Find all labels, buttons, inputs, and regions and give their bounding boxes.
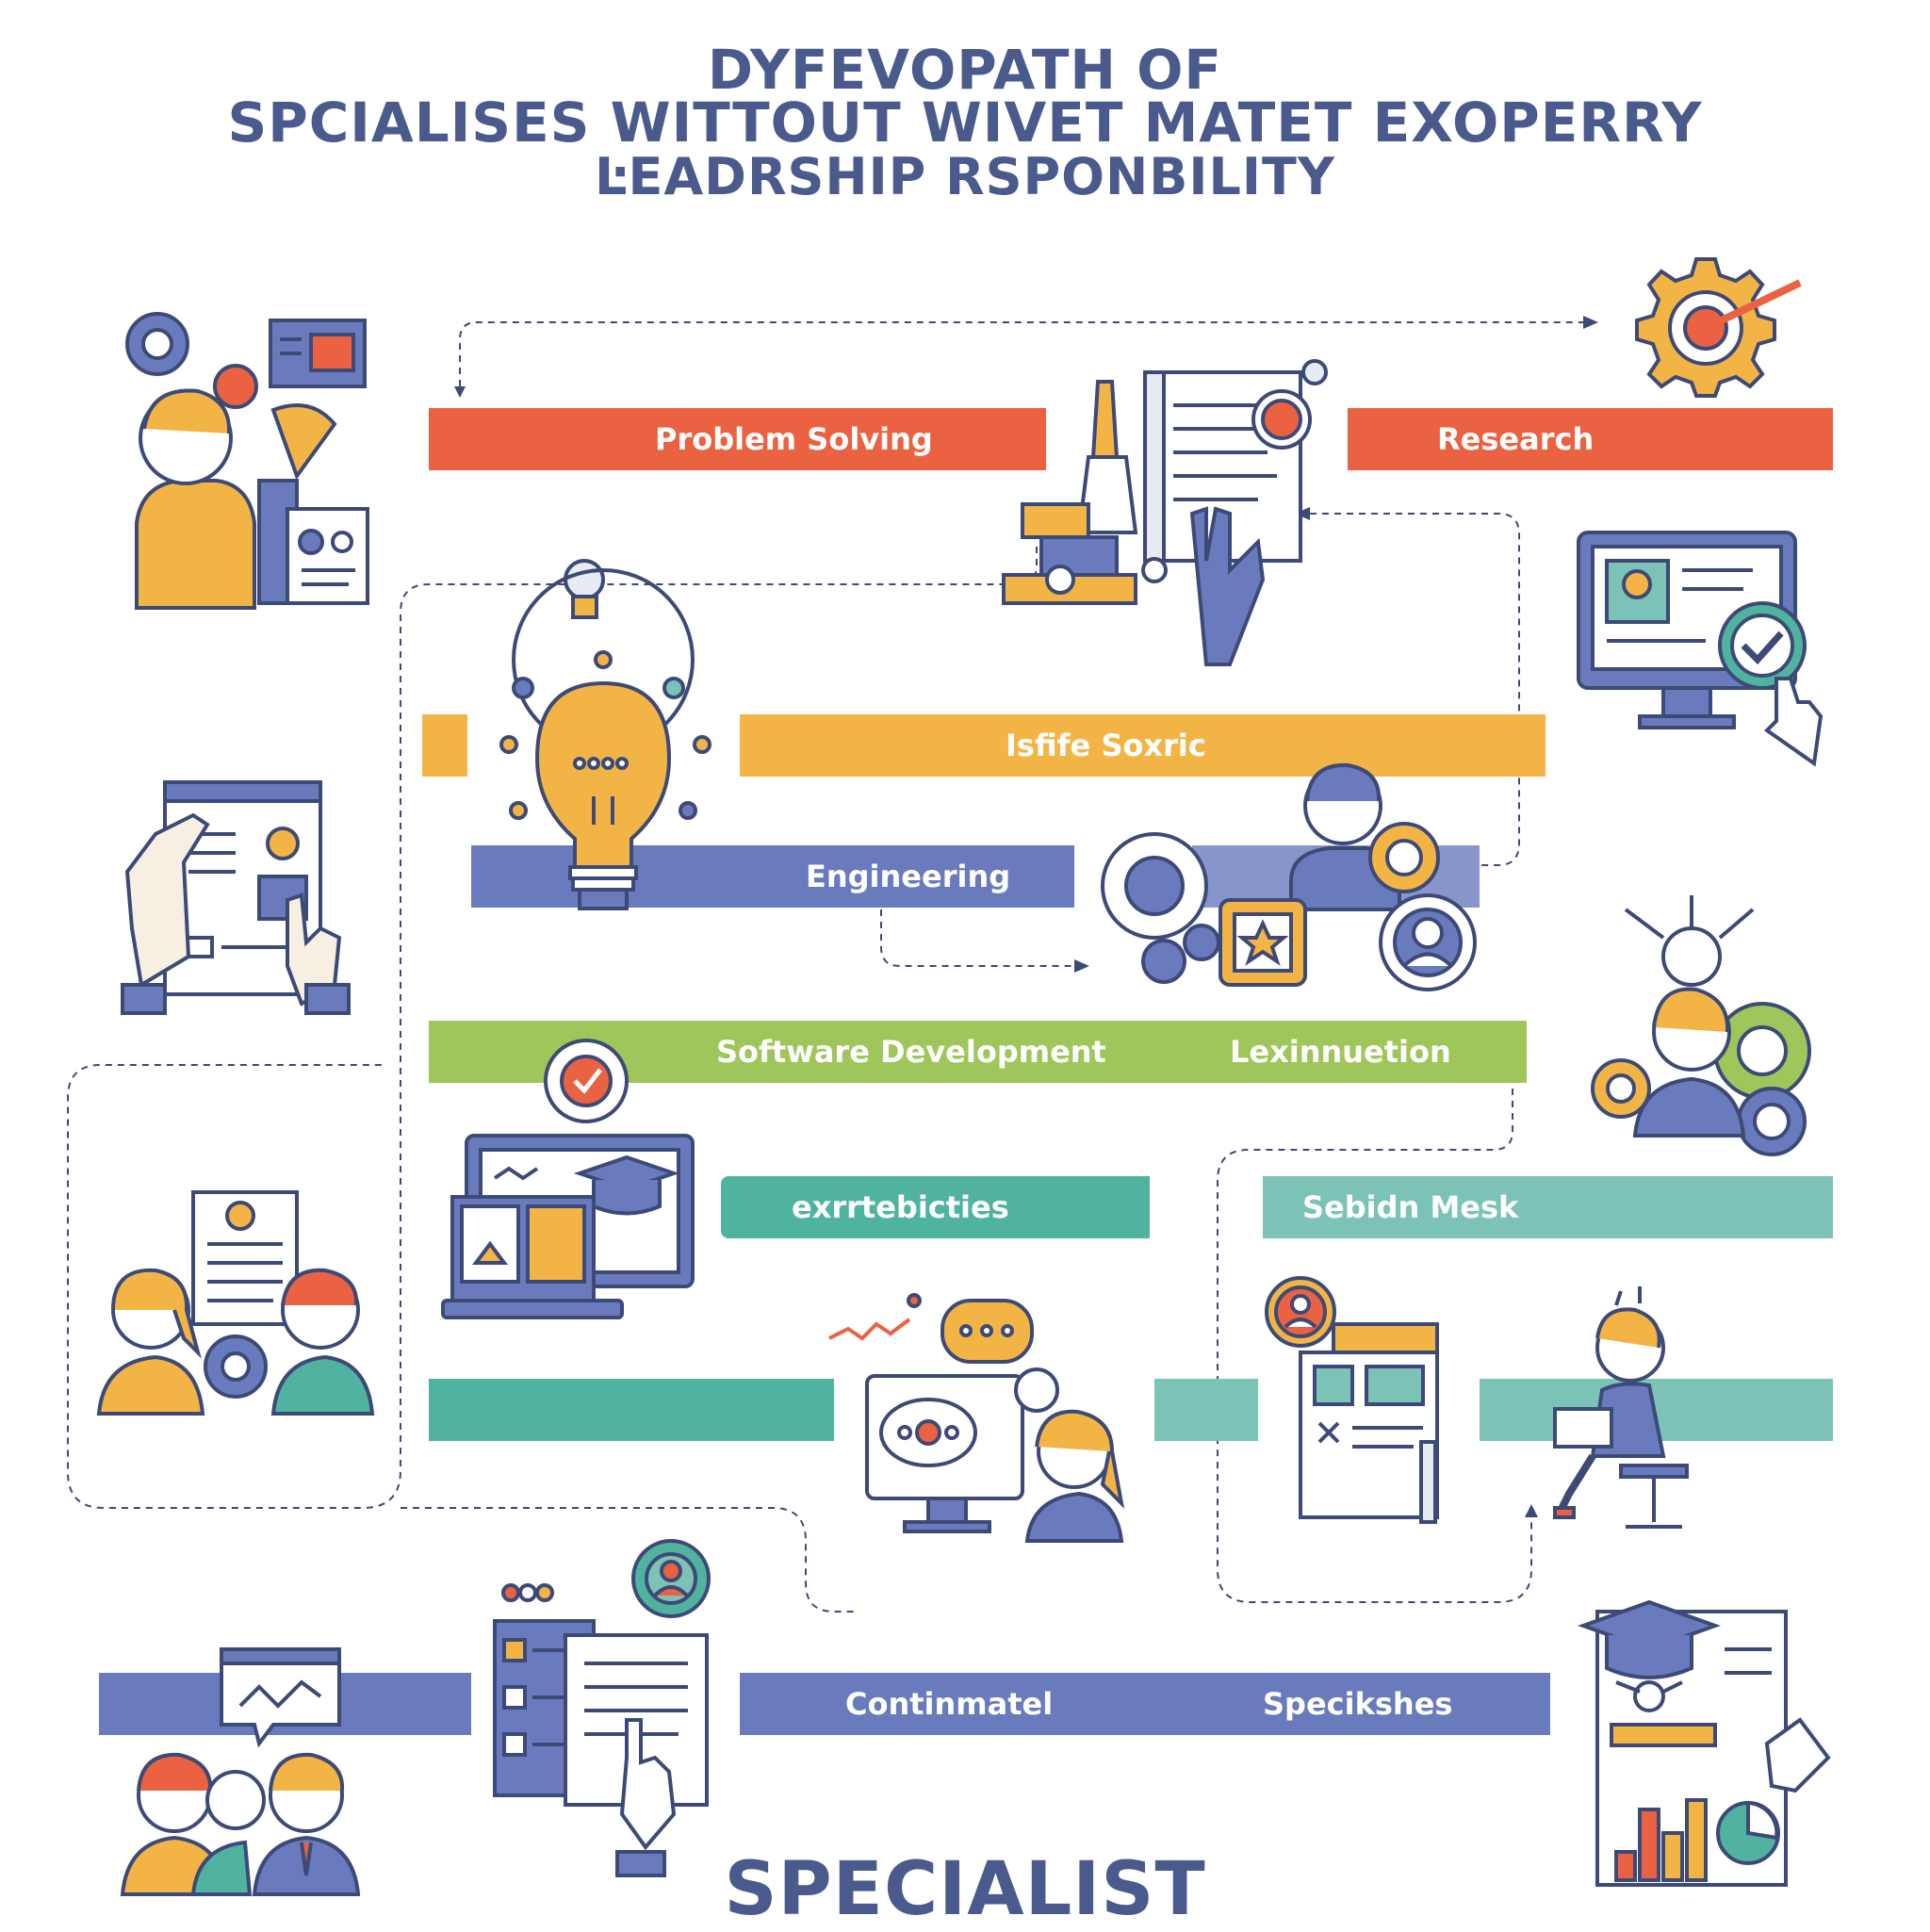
band-problem-solving-label: Problem Solving — [655, 421, 933, 457]
band-teal-mid — [1154, 1379, 1258, 1441]
band-sebidn-mesk: Sebidn Mesk — [1263, 1176, 1833, 1238]
band-engineering-label: Engineering — [806, 859, 1011, 894]
laptop-graduation-icon — [441, 1134, 695, 1319]
document-profile-icon — [1265, 1276, 1439, 1524]
band-lexinnuetion-label: Lexinnuetion — [1230, 1034, 1451, 1070]
band-isfife: Isfife Soxric — [740, 714, 1546, 777]
target-gear-icon — [1635, 257, 1802, 398]
person-presentation-icon — [125, 312, 369, 610]
band-continmatel: Continmatel Specikshes — [740, 1673, 1550, 1735]
band-sebidn-mesk-label: Sebidn Mesk — [1302, 1189, 1519, 1225]
lightbulb-icon — [499, 559, 711, 910]
band-research-label: Research — [1437, 421, 1595, 457]
title-line-1: DYFEVOPATH OF — [707, 38, 1223, 102]
band-software-development-label: Software Development — [716, 1034, 1106, 1070]
band-problem-solving: Problem Solving — [429, 408, 1046, 470]
team-gears-icon — [1101, 762, 1477, 991]
team-document-icon — [96, 1190, 375, 1416]
band-isfife-label: Isfife Soxric — [1006, 728, 1206, 763]
title-line-3: ĿEADRSHIP RSPONBILITY — [595, 147, 1335, 206]
graduation-report-icon — [1578, 1599, 1831, 1887]
hands-document-icon — [1002, 359, 1328, 666]
person-laptop-icon — [1553, 1286, 1689, 1529]
band-research: Research — [1348, 408, 1833, 470]
monitor-checkmark-icon — [1577, 531, 1824, 767]
band-continmatel-label: Continmatel — [845, 1686, 1054, 1722]
band-specikshes-label: Specikshes — [1263, 1686, 1453, 1722]
checklist-icon — [493, 1539, 711, 1877]
band-teal-left — [429, 1379, 834, 1441]
target-badge-icon — [544, 1039, 629, 1123]
footer-title: SPECIALIST — [724, 1847, 1206, 1932]
band-isfife-left — [422, 714, 467, 777]
band-exrrtebicties-label: exrrtebicties — [792, 1189, 1009, 1225]
monitor-chat-icon — [828, 1293, 1125, 1543]
person-gears-icon — [1591, 895, 1811, 1156]
team-chat-icon — [120, 1647, 361, 1896]
title-line-2: SPCIALISES WITTOUT WIVET MATET EXOPERRY — [227, 90, 1703, 155]
hands-tablet-icon — [121, 780, 351, 1015]
band-exrrtebicties: exrrtebicties — [721, 1176, 1150, 1238]
